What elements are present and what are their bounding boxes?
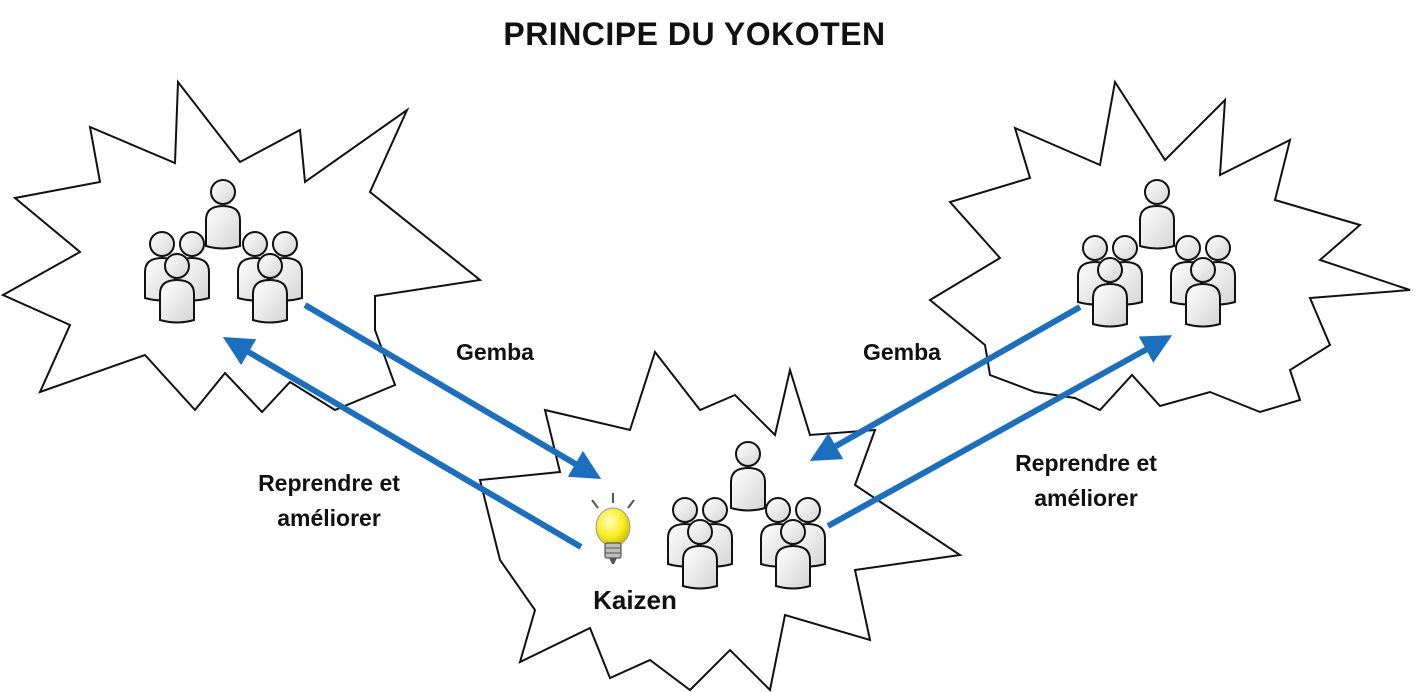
gemba-right-arrow	[809, 304, 1082, 461]
gemba-left-arrow	[303, 302, 602, 480]
reprendre-right-label: Reprendre et améliorer	[996, 446, 1176, 516]
reprendre-left-label: Reprendre et améliorer	[239, 466, 419, 536]
reprendre-left-line-2: améliorer	[277, 505, 381, 531]
reprendre-right-arrow	[826, 335, 1173, 529]
left-explosion-shape	[0, 79, 483, 414]
reprendre-left-arrow	[222, 336, 583, 550]
reprendre-left-line-1: Reprendre et	[258, 470, 400, 496]
diagram-title: PRINCIPE DU YOKOTEN	[503, 16, 886, 52]
reprendre-right-line-1: Reprendre et	[1015, 450, 1157, 476]
lightbulb-icon	[591, 493, 635, 564]
gemba-right-label: Gemba	[863, 339, 941, 365]
kaizen-label: Kaizen	[593, 585, 677, 615]
gemba-left-label: Gemba	[456, 339, 534, 365]
reprendre-right-line-2: améliorer	[1034, 485, 1138, 511]
